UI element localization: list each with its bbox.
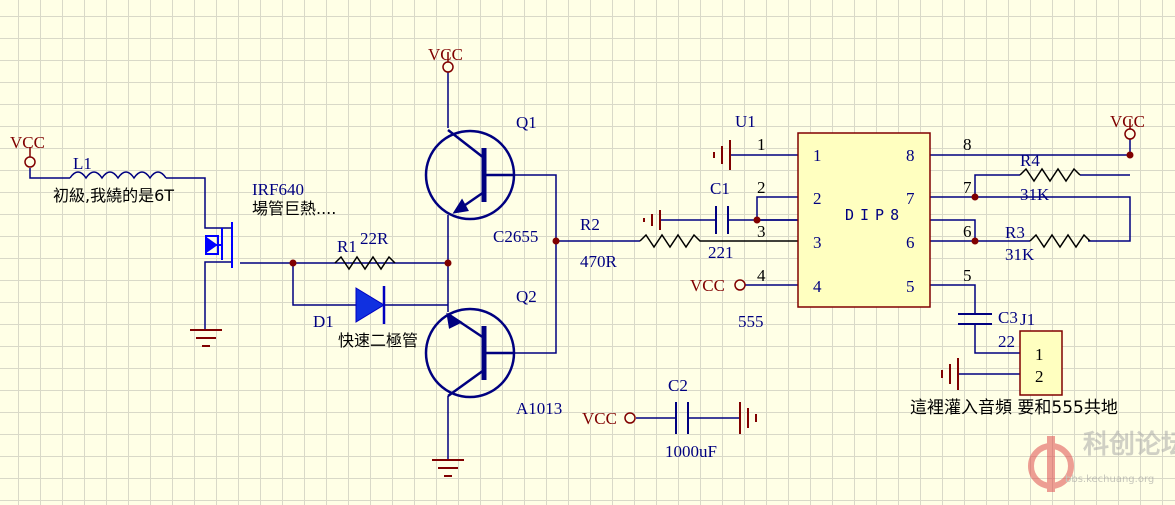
- audio-input-annotation: 這裡灌入音頻 要和555共地: [910, 398, 1118, 418]
- u1-pin-label-2: 2: [813, 189, 822, 208]
- q1-part: C2655: [493, 227, 539, 246]
- r1-value: 22R: [360, 229, 389, 248]
- r4-value: 31K: [1020, 185, 1050, 204]
- r1-ref: R1: [337, 237, 357, 256]
- gnd-mosfet: [190, 329, 222, 347]
- transistor-q1: [424, 129, 516, 221]
- vcc-label-left: VCC: [10, 133, 45, 152]
- q2-part: A1013: [516, 399, 563, 418]
- wire-pin7-r4: [974, 174, 1020, 197]
- c1-value: 221: [708, 243, 734, 262]
- resistor-r2: [639, 233, 798, 249]
- wire-c3-to-j1: [974, 324, 1020, 354]
- l1-note: 初級,我繞的是6T: [53, 186, 175, 205]
- u1-pin-label-3: 3: [813, 233, 822, 252]
- c2-value: 1000uF: [665, 442, 717, 461]
- junction-pin2: [753, 216, 761, 224]
- j1-pin-2: 2: [1035, 367, 1044, 386]
- capacitor-c1-plates: [715, 206, 729, 234]
- u1-pin-label-4: 4: [813, 277, 822, 296]
- vcc-pin4-terminal: [734, 279, 746, 291]
- wire-mosfet-source-gnd: [204, 261, 232, 330]
- vcc-label-right: VCC: [1110, 112, 1145, 131]
- wire-l1-to-mosfet: [166, 177, 232, 229]
- junction-vcc-right: [1126, 151, 1134, 159]
- q1-ref: Q1: [516, 113, 537, 132]
- vcc-label-c2: VCC: [582, 409, 617, 428]
- u1-part: 555: [738, 312, 764, 331]
- junction-gate: [289, 259, 297, 267]
- gnd-c1: [643, 210, 661, 230]
- u1-pin-label-5: 5: [906, 277, 915, 296]
- resistor-r1: [334, 255, 396, 271]
- j1-connector-body: [1019, 330, 1063, 396]
- resistor-r4: [1019, 167, 1081, 183]
- junction-pin7: [971, 193, 979, 201]
- vcc-label-pin4: VCC: [690, 276, 725, 295]
- wire-q1-base: [515, 174, 557, 354]
- wire-vcc-left: [29, 168, 70, 179]
- l1-ref: L1: [73, 154, 92, 173]
- r4-ref: R4: [1020, 151, 1040, 170]
- c3-value: 22: [998, 332, 1015, 351]
- inductor-l1: [69, 171, 167, 180]
- r2-ref: R2: [580, 215, 600, 234]
- capacitor-c3-plates: [958, 313, 992, 325]
- mosfet-irf640: [205, 222, 233, 268]
- diode-d1-body: [355, 287, 385, 323]
- u1-chip-body: [797, 132, 931, 308]
- gnd-u1-pin1: [713, 140, 731, 170]
- u1-pin-num-2: 2: [757, 178, 766, 197]
- resistor-r3: [1029, 233, 1091, 249]
- d1-ref: D1: [313, 312, 334, 331]
- d1-note: 快速二極管: [338, 331, 419, 350]
- wire-pin7: [930, 196, 1131, 242]
- junction-base: [552, 237, 560, 245]
- wire-pin5: [930, 284, 976, 314]
- wire-gate-to-diode: [292, 263, 448, 306]
- u1-pin-num-8: 8: [963, 135, 972, 154]
- u1-ref: U1: [735, 112, 756, 131]
- capacitor-c2-plates: [675, 402, 689, 434]
- r2-value: 470R: [580, 252, 617, 271]
- mosfet-note: 場管巨熱....: [252, 199, 337, 218]
- mosfet-part: IRF640: [252, 180, 304, 199]
- gnd-bottom: [432, 459, 464, 477]
- u1-pin-label-6: 6: [906, 233, 915, 252]
- transistor-q2: [424, 307, 516, 399]
- gnd-j1: [941, 358, 959, 390]
- u1-pin-num-5: 5: [963, 266, 972, 285]
- r3-ref: R3: [1005, 223, 1025, 242]
- junction-pin6: [971, 237, 979, 245]
- u1-pin-num-6: 6: [963, 222, 972, 241]
- junction-mid: [444, 259, 452, 267]
- u1-package: DIP8: [845, 206, 906, 224]
- u1-pin-label-8: 8: [906, 146, 915, 165]
- u1-pin-num-3: 3: [757, 222, 766, 241]
- c3-ref: C3: [998, 308, 1018, 327]
- watermark-url: bbs.kechuang.org: [1065, 474, 1155, 485]
- u1-pin-label-7: 7: [906, 189, 915, 208]
- forum-watermark: 科创论坛 bbs.kechuang.org: [1025, 420, 1175, 505]
- watermark-logo-icon: [1028, 436, 1074, 492]
- u1-pin-num-4: 4: [757, 266, 766, 285]
- vcc-c2-terminal: [624, 412, 636, 424]
- r3-value: 31K: [1005, 245, 1035, 264]
- j1-pin-1: 1: [1035, 345, 1044, 364]
- c2-ref: C2: [668, 376, 688, 395]
- watermark-name: 科创论坛: [1083, 430, 1175, 460]
- c1-ref: C1: [710, 179, 730, 198]
- vcc-label-top: VCC: [428, 45, 463, 64]
- u1-pin-label-1: 1: [813, 146, 822, 165]
- j1-ref: J1: [1020, 310, 1036, 329]
- q2-ref: Q2: [516, 287, 537, 306]
- vcc-left-terminal: [24, 156, 36, 168]
- u1-pin-num-1: 1: [757, 135, 766, 154]
- gnd-c2: [739, 402, 757, 434]
- u1-pin-num-7: 7: [963, 178, 972, 197]
